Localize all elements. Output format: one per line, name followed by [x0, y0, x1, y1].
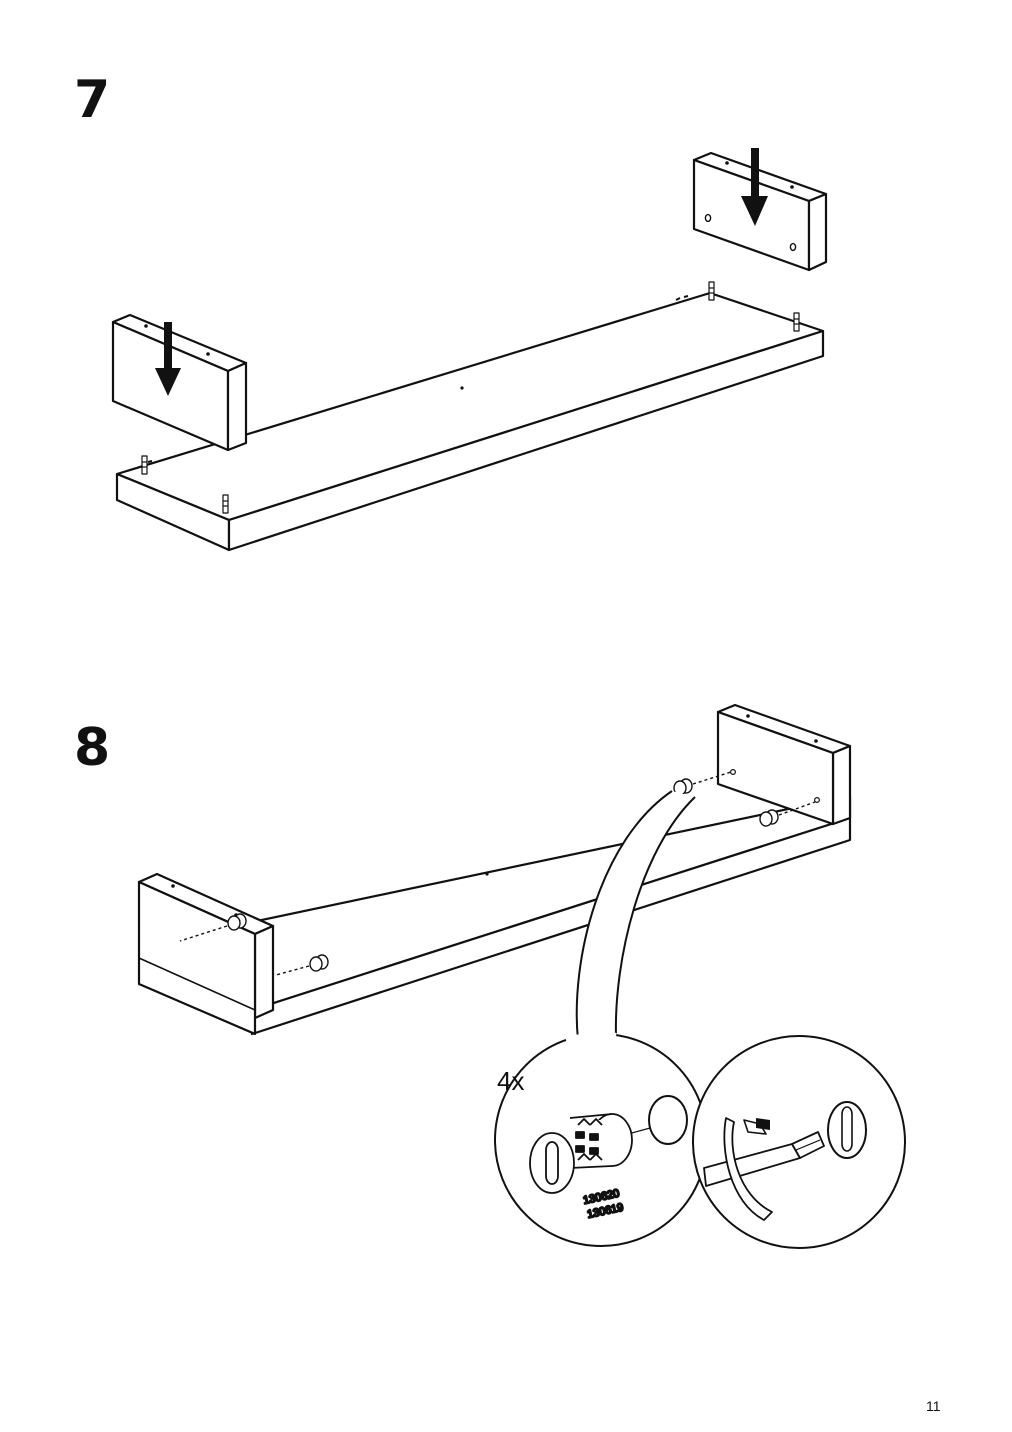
screwdriver-detail-circle [692, 1035, 906, 1249]
left-end-panel [111, 313, 248, 452]
cam-lock-icon [179, 771, 816, 976]
step-7-number: 7 [74, 70, 111, 130]
right-end-panel [716, 703, 852, 826]
cam-lock-detail-circle: 130620 130619 [494, 1032, 708, 1247]
base-board [115, 291, 825, 552]
quantity-label: 4x [497, 1066, 524, 1096]
flathead-screwdriver-icon [703, 1131, 825, 1187]
base-board [250, 794, 852, 1036]
cam-lock-icon [529, 1113, 633, 1194]
step-7-illustration [111, 148, 828, 552]
step-8-number: 8 [74, 718, 111, 778]
down-arrow-icon [155, 322, 181, 396]
page-number: 11 [926, 1398, 941, 1414]
left-end-panel [137, 872, 275, 1036]
wooden-dowel-icon [141, 281, 800, 514]
down-arrow-icon [741, 148, 768, 226]
step-8-illustration: 130620 130619 [137, 703, 906, 1249]
